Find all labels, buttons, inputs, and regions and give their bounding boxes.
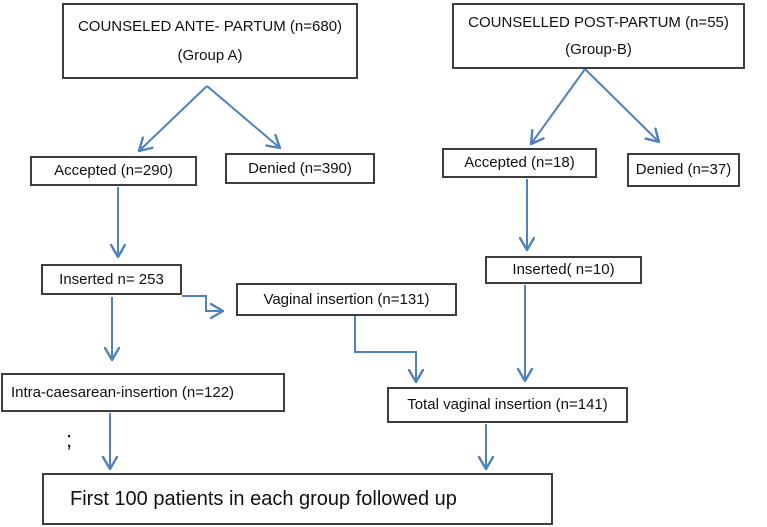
node-inserted-group-b: Inserted( n=10) [485, 256, 642, 284]
arrow-vaginal-to-total [354, 316, 416, 382]
node-vaginal-insertion: Vaginal insertion (n=131) [236, 283, 457, 316]
arrow-groupB-to-deniedB [584, 68, 659, 142]
denied-a-label: Denied (n=390) [248, 159, 352, 177]
group-b-title: COUNSELLED POST-PARTUM (n=55) [468, 14, 729, 32]
node-inserted-group-a: Inserted n= 253 [41, 264, 182, 295]
node-denied-group-b: Denied (n=37) [627, 153, 740, 187]
node-accepted-group-b: Accepted (n=18) [442, 148, 597, 178]
stray-semicolon: ; [66, 427, 73, 452]
group-b-subtitle: (Group-B) [565, 40, 632, 58]
node-denied-group-a: Denied (n=390) [225, 153, 375, 184]
vaginal-insertion-label: Vaginal insertion (n=131) [263, 290, 430, 308]
inserted-b-label: Inserted( n=10) [512, 261, 615, 279]
intra-caesarean-label: Intra-caesarean-insertion (n=122) [11, 383, 235, 401]
node-counseled-ante-partum: COUNSELED ANTE- PARTUM (n=680) (Group A) [62, 3, 358, 79]
node-counselled-post-partum: COUNSELLED POST-PARTUM (n=55) (Group-B) [452, 3, 745, 69]
group-a-title: COUNSELED ANTE- PARTUM (n=680) [77, 17, 343, 35]
denied-b-label: Denied (n=37) [635, 161, 732, 179]
node-intra-caesarean-insertion: Intra-caesarean-insertion (n=122) [1, 373, 285, 412]
arrow-groupA-to-acceptedA [139, 85, 208, 151]
arrow-groupA-to-deniedA [206, 85, 280, 148]
node-followup: First 100 patients in each group followe… [42, 473, 553, 525]
total-vaginal-label: Total vaginal insertion (n=141) [407, 396, 608, 414]
node-total-vaginal-insertion: Total vaginal insertion (n=141) [387, 387, 628, 423]
arrow-insertedA-to-vaginal [182, 295, 223, 311]
node-accepted-group-a: Accepted (n=290) [30, 156, 197, 186]
accepted-b-label: Accepted (n=18) [464, 154, 575, 172]
accepted-a-label: Accepted (n=290) [54, 162, 173, 180]
followup-label: First 100 patients in each group followe… [70, 487, 457, 510]
arrow-groupB-to-acceptedB [531, 68, 586, 144]
group-a-subtitle: (Group A) [177, 47, 243, 65]
inserted-a-label: Inserted n= 253 [59, 270, 164, 288]
